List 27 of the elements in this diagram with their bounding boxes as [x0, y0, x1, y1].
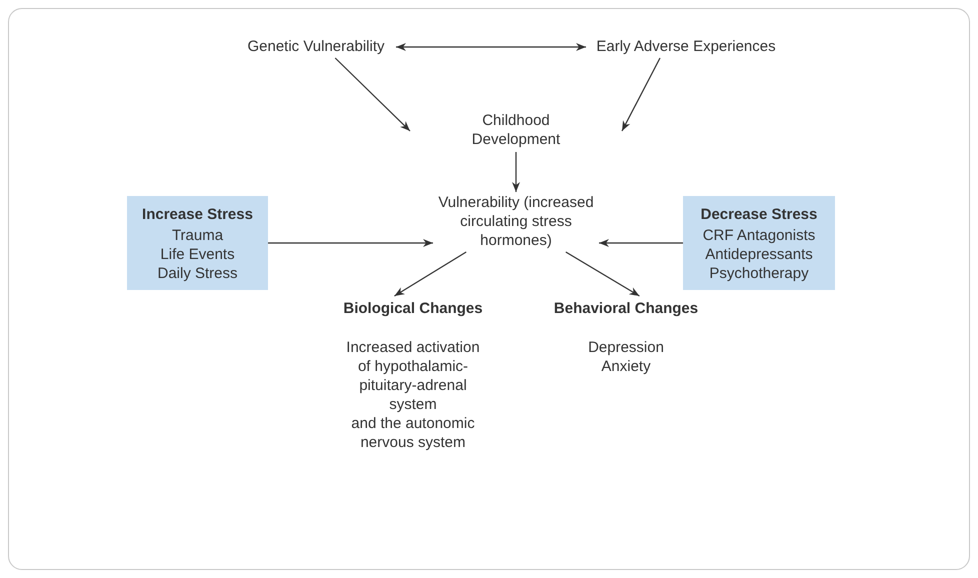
- arrow: [268, 239, 433, 247]
- symptom-item: Depression: [587, 338, 665, 357]
- stress-box: [127, 196, 268, 290]
- node-label: Genetic Vulnerability: [246, 37, 386, 56]
- symptom-item: Anxiety: [600, 357, 652, 376]
- change-description: and the autonomic nervous system: [350, 414, 476, 452]
- node-label: Childhood Development: [470, 111, 562, 149]
- stressor-item: Trauma: [172, 226, 224, 245]
- treatment-item: CRF Antagonists: [702, 226, 816, 245]
- arrow: [566, 251, 640, 297]
- treatment-item: Psychotherapy: [709, 264, 809, 283]
- node-label: Early Adverse Experiences: [595, 37, 777, 56]
- stress-box: [683, 196, 835, 290]
- stressor-item: Life Events: [160, 245, 235, 264]
- arrow: [396, 43, 586, 51]
- arrow: [394, 251, 467, 297]
- arrow: [334, 58, 410, 132]
- node-label: Vulnerability (increased circulating stress hormones): [437, 193, 595, 250]
- change-heading: Behavioral Changes: [554, 299, 698, 318]
- treatment-item: Antidepressants: [705, 245, 813, 264]
- box-heading: Increase Stress: [142, 205, 253, 224]
- arrow: [621, 58, 661, 132]
- stressor-item: Daily Stress: [157, 264, 238, 283]
- arrow: [599, 239, 683, 247]
- arrow: [512, 152, 520, 192]
- change-heading: Biological Changes: [343, 299, 483, 318]
- box-heading: Decrease Stress: [700, 205, 818, 224]
